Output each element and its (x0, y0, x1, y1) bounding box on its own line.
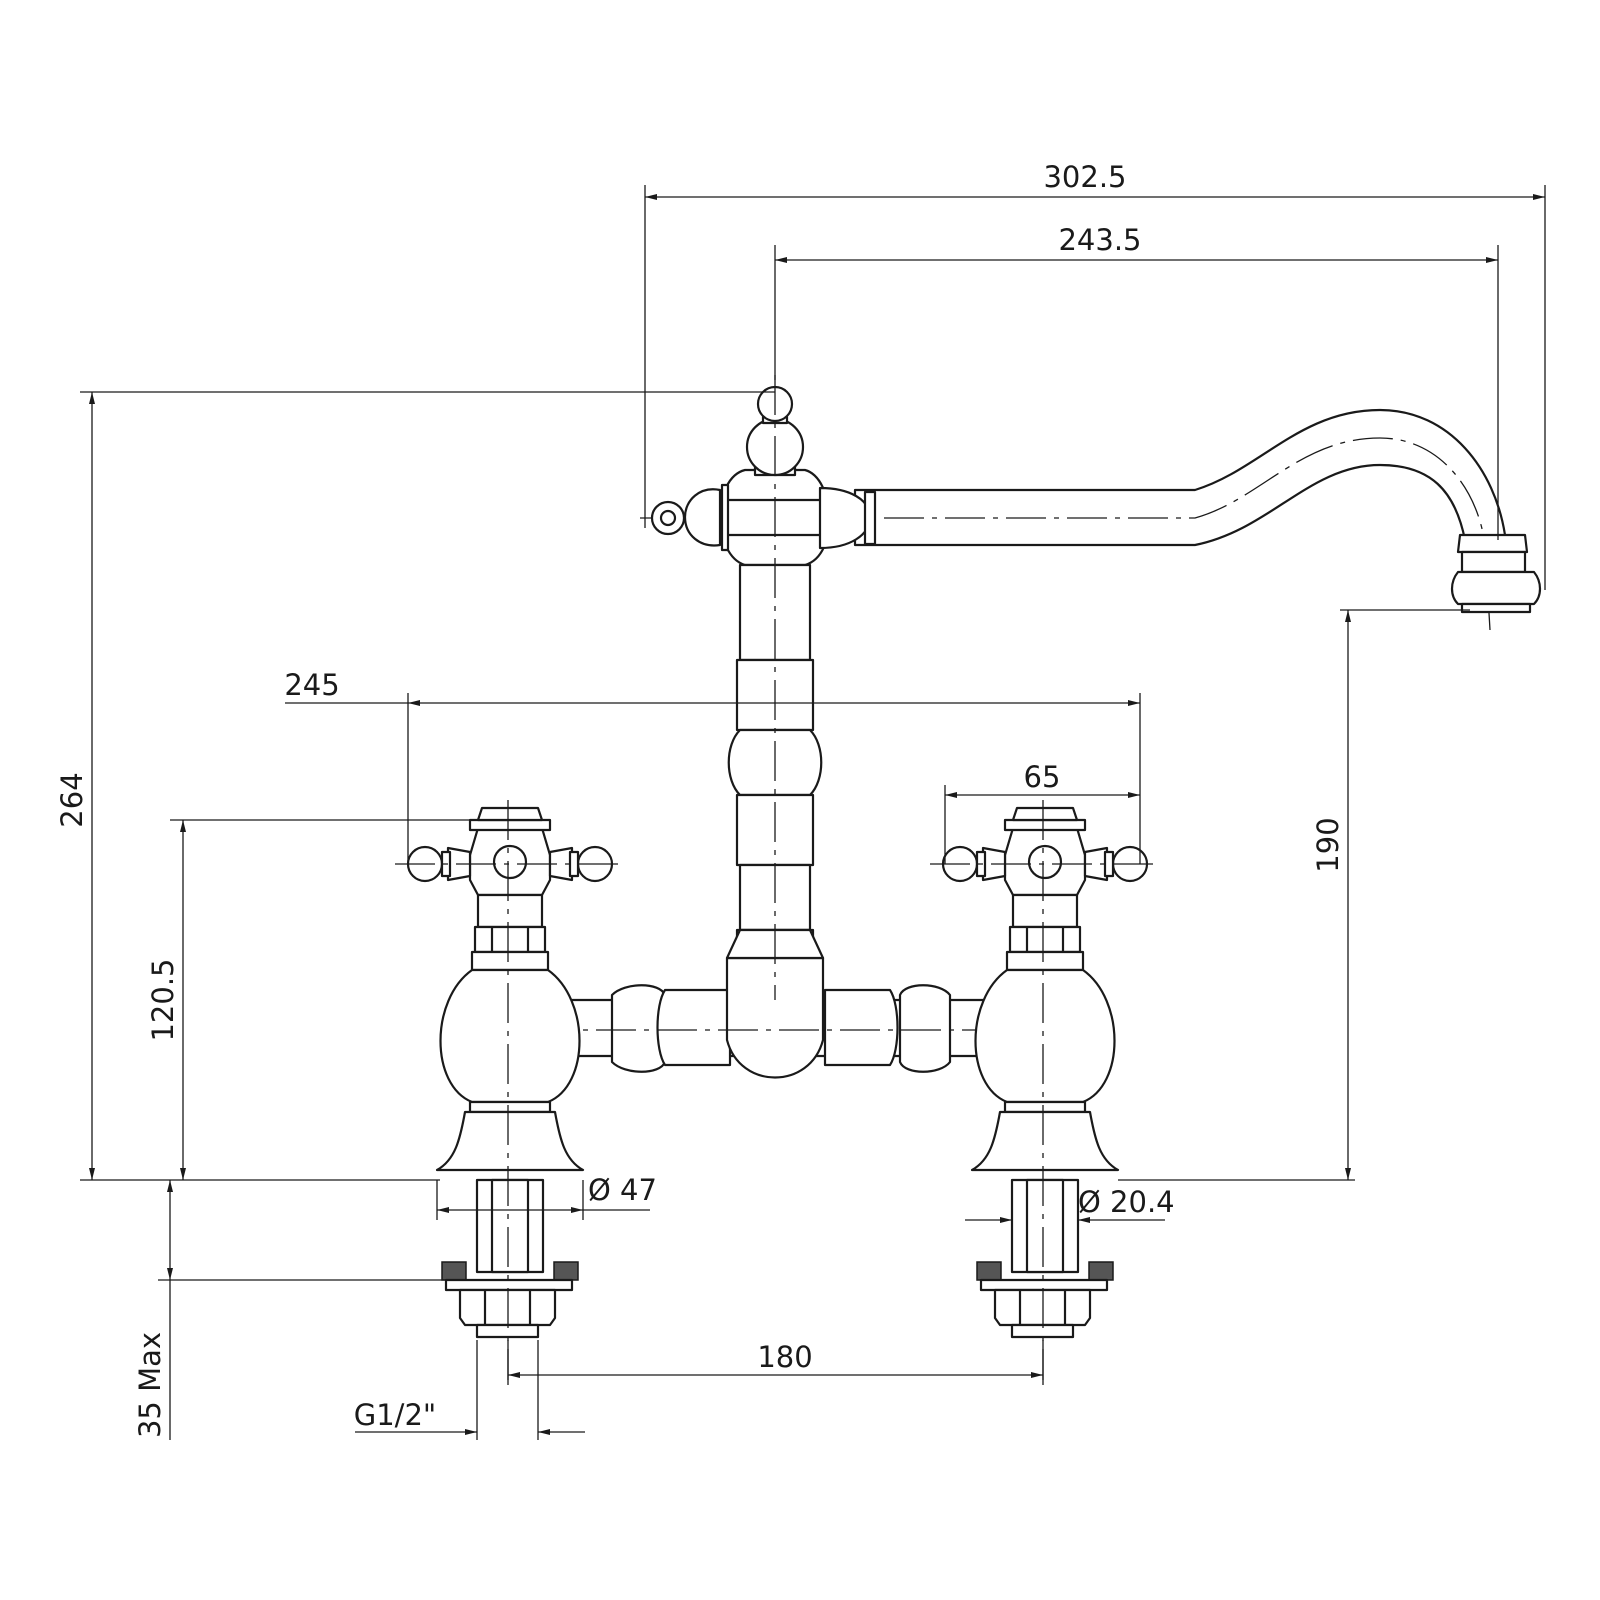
thread-label: G1/2" (354, 1398, 436, 1432)
central-hub (650, 385, 877, 567)
valve-height-label: 120.5 (146, 958, 180, 1041)
dimension-valve-height: 120.5 (146, 819, 480, 1180)
shank-diameter-label: Ø 20.4 (1078, 1185, 1175, 1219)
dimension-overall-width: 302.5 (644, 160, 1546, 590)
dimension-overall-height: 264 (55, 391, 775, 1181)
dimension-centres: 180 (507, 1340, 1044, 1385)
dimension-handle-span: 245 (284, 668, 1141, 864)
dimension-deck-thickness: 35 Max (133, 1180, 445, 1440)
dimension-base-diameter: Ø 47 (436, 1173, 657, 1220)
dimension-spout-reach: 243.5 (774, 223, 1499, 540)
right-valve-assembly (930, 800, 1160, 1380)
dimension-shank-diameter: Ø 20.4 (965, 1185, 1175, 1223)
handle-width-label: 65 (1024, 760, 1061, 794)
centres-label: 180 (757, 1340, 812, 1374)
bridge-bar (535, 928, 1015, 1079)
spout-height-label: 190 (1311, 817, 1345, 872)
spout-reach-label: 243.5 (1058, 223, 1141, 257)
deck-thickness-label: 35 Max (133, 1332, 167, 1438)
dimension-thread: G1/2" (354, 1340, 585, 1440)
swivel-spout (640, 408, 1542, 631)
left-valve-assembly (395, 800, 625, 1380)
dimension-spout-height: 190 (1118, 609, 1470, 1181)
overall-width-label: 302.5 (1043, 160, 1126, 194)
handle-span-label: 245 (284, 668, 339, 702)
overall-height-label: 264 (55, 772, 89, 827)
base-diameter-label: Ø 47 (588, 1173, 657, 1207)
dimension-handle-width: 65 (944, 760, 1140, 864)
